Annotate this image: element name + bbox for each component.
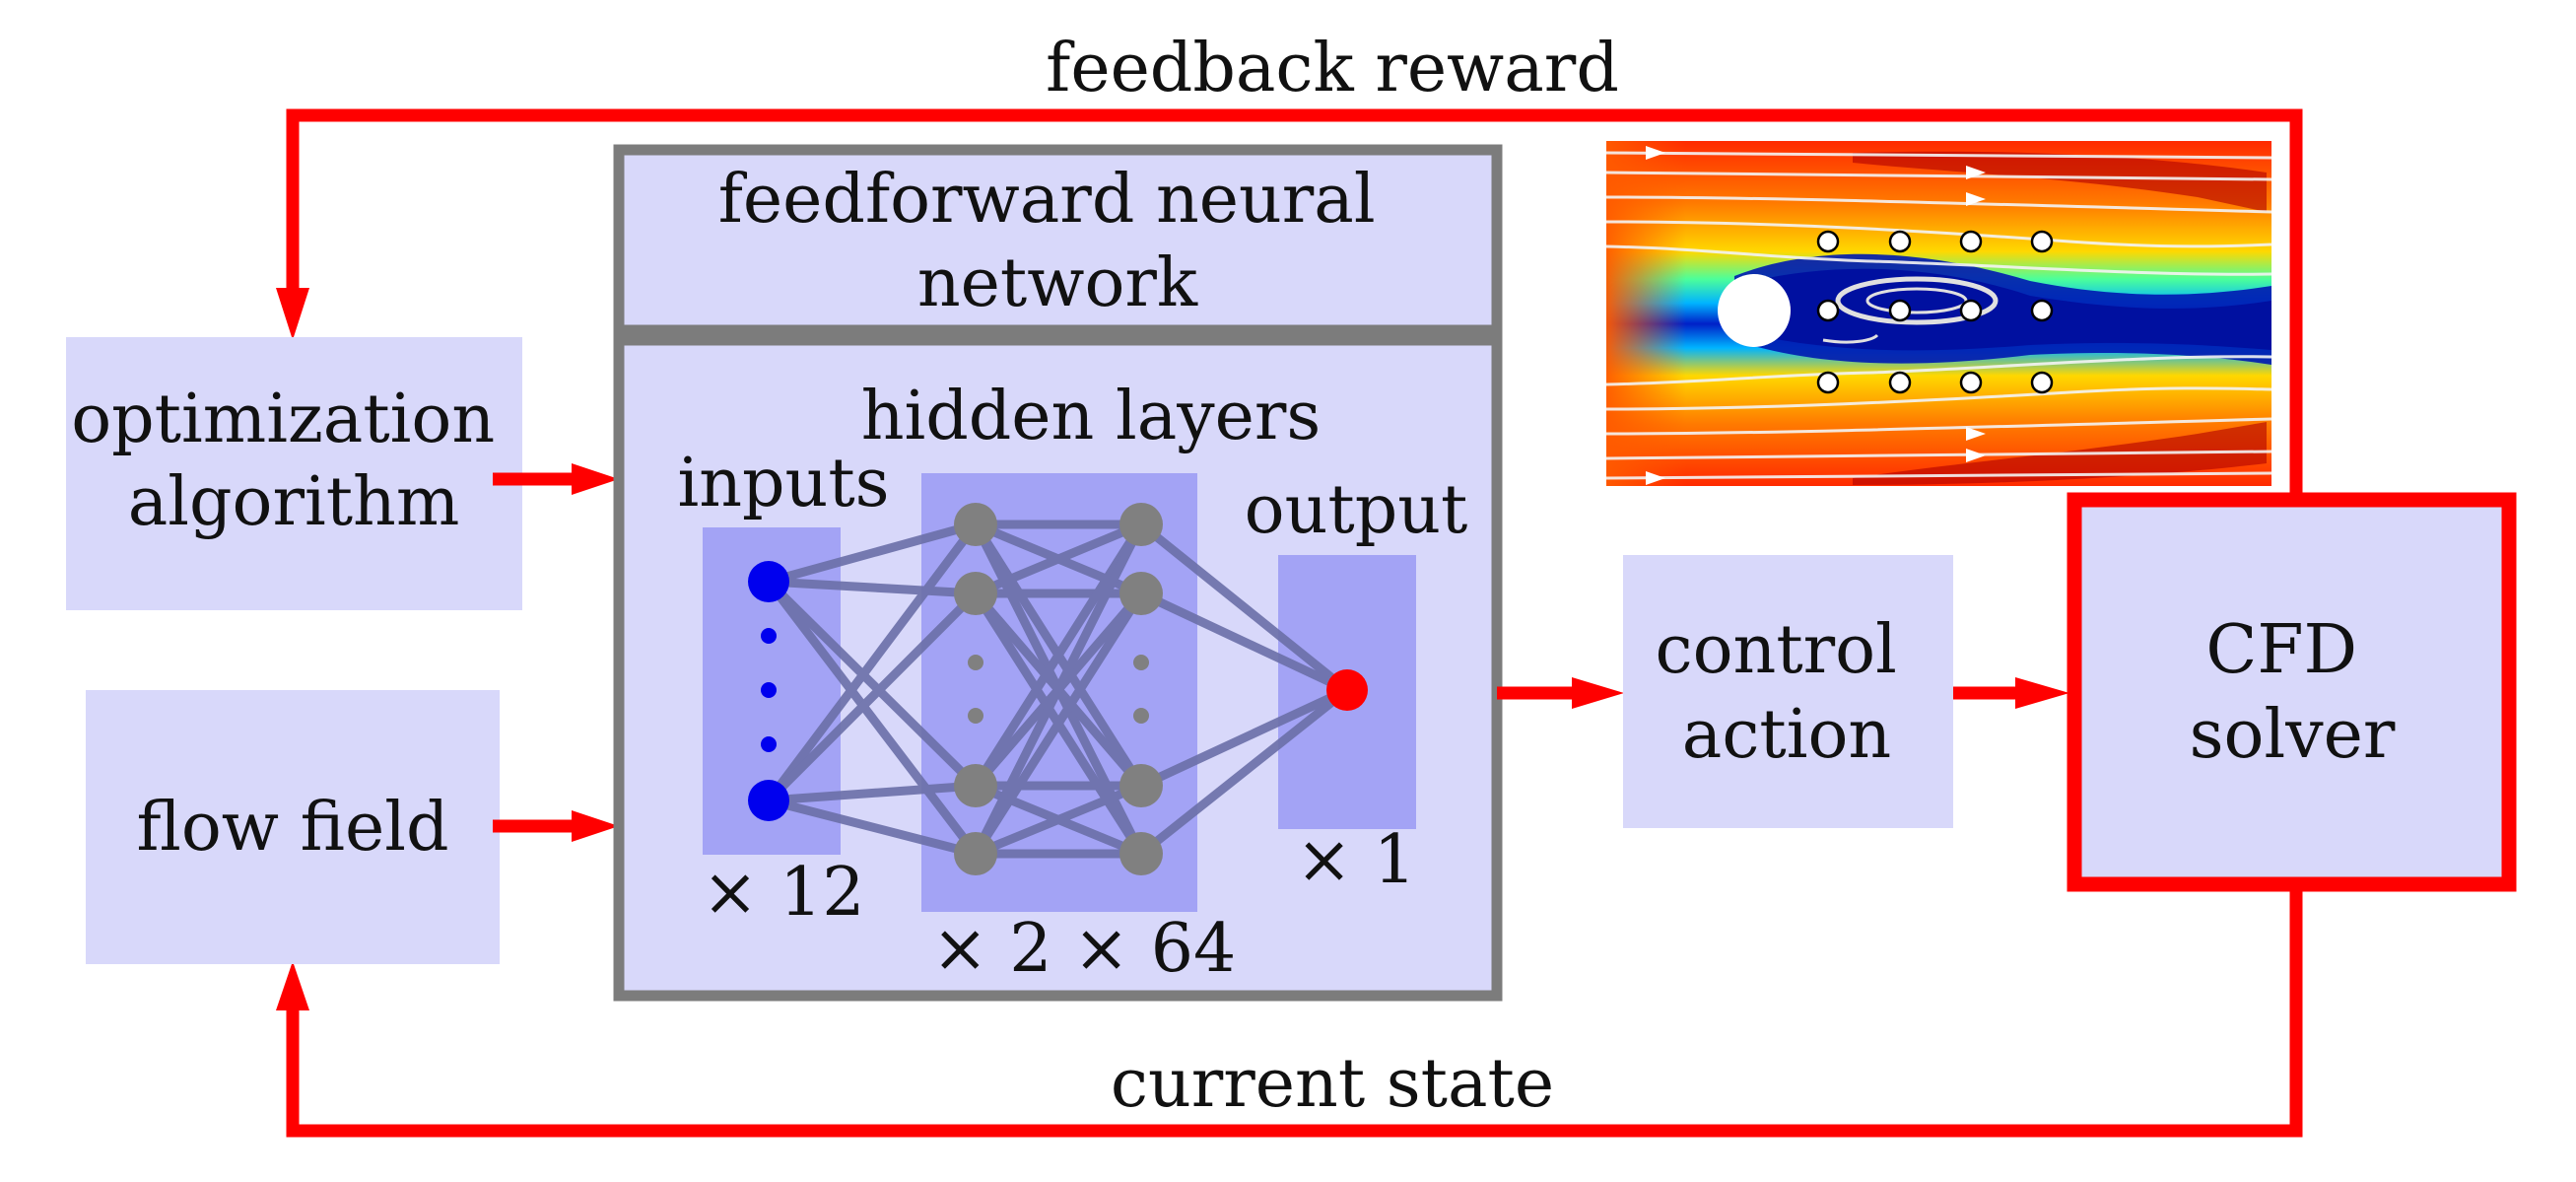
cylinder-wake-streamline-icon: [1606, 141, 2271, 486]
hidden-node: [954, 832, 997, 875]
input-arrows: [493, 463, 619, 842]
neural-network-block: feedforward neural network hidden layers…: [613, 144, 1503, 1002]
input-node: [748, 780, 789, 821]
hidden-node: [1119, 503, 1163, 546]
network-edges: [764, 520, 1352, 859]
hidden-node: [954, 572, 997, 615]
vertical-ellipsis-icon: [761, 628, 777, 752]
arrow-to-optimization: [276, 288, 309, 340]
hidden-node: [954, 764, 997, 807]
vertical-ellipsis-icon: [968, 655, 1149, 724]
control-action-label: control action: [1656, 611, 1919, 774]
nn-title-label: feedforward neural network: [718, 161, 1396, 322]
feedback-loop: [286, 108, 2303, 1138]
nn-title-box: [613, 144, 1503, 336]
cfd-solver-box: [2067, 492, 2517, 892]
hidden-node: [1119, 832, 1163, 875]
hidden-node: [1119, 764, 1163, 807]
input-nodes: [748, 561, 789, 821]
arrow-to-flow-field: [276, 961, 309, 1010]
input-node: [748, 561, 789, 602]
flow-field-box: [86, 690, 500, 964]
control-action-box: [1623, 555, 1953, 828]
cfd-solver-label: CFD solver: [2190, 611, 2396, 774]
optimization-algorithm-box: [66, 337, 522, 610]
arrow-to-control-action: [1497, 677, 1624, 709]
hidden-nodes: [954, 503, 1163, 875]
flow-field-label: flow field: [137, 789, 449, 867]
hidden-layers-label: hidden layers: [861, 378, 1322, 455]
output-multiplier: × 1: [1296, 821, 1416, 899]
current-state-line: [286, 884, 2303, 1138]
optimization-label: optimization algorithm: [71, 381, 516, 541]
inputs-label: inputs: [677, 445, 889, 522]
feedback-reward-line: [286, 108, 2303, 513]
hidden-multiplier: × 2 × 64: [932, 910, 1237, 988]
inputs-multiplier: × 12: [702, 854, 864, 932]
hidden-node: [954, 503, 997, 546]
output-node: [1326, 669, 1368, 711]
feedback-reward-label: feedback reward: [1046, 30, 1619, 107]
current-state-label: current state: [1111, 1045, 1554, 1123]
output-label: output: [1245, 471, 1468, 549]
hidden-node: [1119, 572, 1163, 615]
arrow-to-cfd-solver: [1953, 677, 2069, 709]
